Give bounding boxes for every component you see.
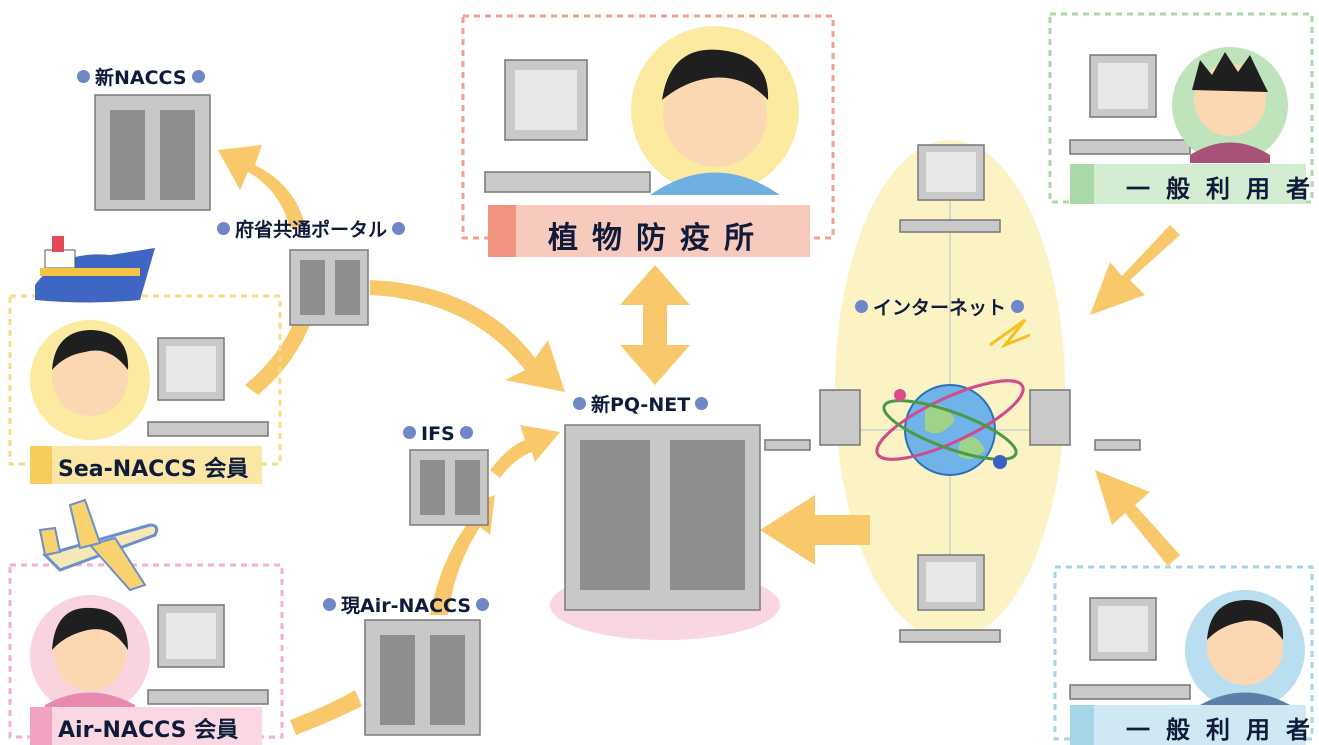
air-naccs-member-caption: Air-NACCS 会員 <box>30 707 262 745</box>
caption-text: Air-NACCS 会員 <box>58 718 239 743</box>
bullet-icon <box>191 70 205 83</box>
caption-accent <box>488 205 516 257</box>
label-text: インターネット <box>873 297 1007 319</box>
arrow-general-bottom <box>1095 470 1180 566</box>
label-new-pqnet: 新PQ-NET <box>568 393 713 417</box>
plant-group-box <box>461 14 835 240</box>
general-user-top-caption: 一般利用者 <box>1070 164 1310 204</box>
air-group-box <box>8 563 284 739</box>
caption-accent <box>30 707 52 745</box>
label-ifs: IFS <box>398 422 478 446</box>
bullet-icon <box>1011 300 1025 313</box>
bullet-icon <box>695 397 709 410</box>
label-text: 新NACCS <box>95 67 187 89</box>
label-text: 新PQ-NET <box>591 394 691 416</box>
general-top-group-box <box>1048 12 1314 204</box>
arrow-portal-to-pqnet <box>370 280 565 392</box>
ship-icon <box>35 236 155 303</box>
bullet-icon <box>217 222 230 235</box>
sea-naccs-member-caption: Sea-NACCS 会員 <box>30 446 262 484</box>
label-text: 府省共通ポータル <box>235 219 388 241</box>
caption-accent <box>30 446 52 484</box>
arrow-internet-to-pqnet <box>760 495 870 565</box>
bullet-icon <box>392 222 406 235</box>
arrow-general-top <box>1090 225 1180 315</box>
general-user-bottom-caption: 一般利用者 <box>1070 705 1310 745</box>
avatar <box>30 320 150 440</box>
caption-text: 植物防疫所 <box>548 221 768 256</box>
arrow-plant-pqnet <box>620 265 690 385</box>
bullet-icon <box>77 70 90 83</box>
caption-text: 一般利用者 <box>1126 716 1319 744</box>
arrow-ifs-to-pqnet <box>490 425 560 478</box>
label-portal: 府省共通ポータル <box>212 218 410 242</box>
arrow-airmember-to-server <box>290 690 362 735</box>
caption-text: Sea-NACCS 会員 <box>58 457 249 482</box>
avatar <box>1172 47 1288 163</box>
caption-accent <box>1070 164 1094 204</box>
bullet-icon <box>476 598 490 611</box>
bullet-icon <box>403 426 416 439</box>
label-internet: インターネット <box>850 296 1029 320</box>
bullet-icon <box>855 300 868 313</box>
label-text: IFS <box>421 423 455 445</box>
label-text: 現Air-NACCS <box>341 595 472 617</box>
general-bottom-group-box <box>1053 565 1314 741</box>
bullet-icon <box>323 598 336 611</box>
globe-icon <box>875 318 1031 476</box>
caption-text: 一般利用者 <box>1126 175 1319 203</box>
plant-quarantine-caption: 植物防疫所 <box>488 205 810 257</box>
avatar <box>1185 590 1305 712</box>
arrow-portal-to-naccs <box>218 145 305 228</box>
bullet-icon <box>459 426 473 439</box>
label-current-air-naccs: 現Air-NACCS <box>318 594 494 618</box>
avatar <box>30 595 150 715</box>
bullet-icon <box>573 397 586 410</box>
avatar <box>631 26 799 195</box>
caption-accent <box>1070 705 1094 745</box>
airplane-icon <box>38 498 159 592</box>
label-new-naccs: 新NACCS <box>72 66 210 90</box>
